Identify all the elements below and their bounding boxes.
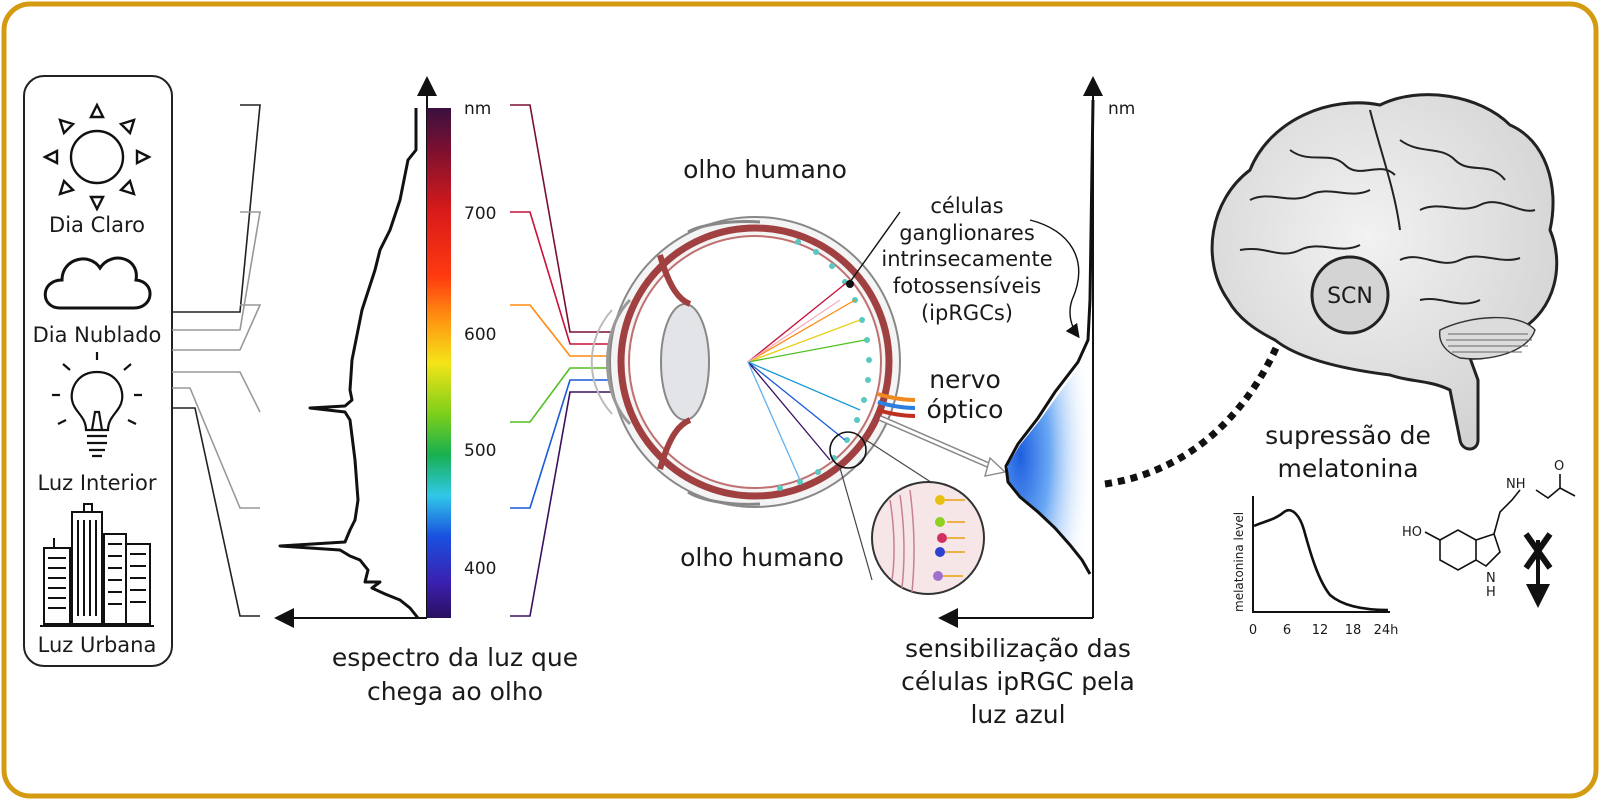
spectrum-tick-400: 400	[464, 559, 496, 579]
molecule-ho-label: HO	[1402, 525, 1422, 540]
source-label-urban-light: Luz Urbana	[38, 633, 157, 657]
sensitivity-caption-line3: luz azul	[970, 700, 1065, 729]
melatonin-chart-axes	[1252, 496, 1390, 613]
ipRGC-sensitivity-fill	[1008, 330, 1090, 580]
sensitivity-unit-label: nm	[1108, 99, 1135, 119]
melatonin-molecule	[1424, 474, 1576, 571]
iprgc-label-line1: células	[930, 194, 1003, 218]
ipRGC-sensitivity-curve	[1004, 99, 1095, 575]
spectrum-unit-label: nm	[464, 99, 491, 119]
spectrum-tick-600: 600	[464, 325, 496, 345]
melatonin-suppression-line2: melatonina	[1277, 454, 1418, 483]
source-label-indoor-light: Luz Interior	[38, 471, 157, 495]
iprgc-pointer-line	[849, 211, 901, 283]
molecule-o-label: O	[1554, 459, 1564, 474]
source-label-clear-day: Dia Claro	[49, 213, 145, 237]
molecule-n-label: N	[1486, 571, 1496, 586]
melatonin-xtick-18: 18	[1345, 623, 1362, 638]
eye-label-top: olho humano	[683, 155, 847, 184]
suppression-down-arrow-icon	[1523, 532, 1553, 608]
scn-label: SCN	[1327, 284, 1373, 309]
light-spectrum-curve	[278, 108, 420, 619]
iprgc-curve-arrow	[1029, 219, 1080, 339]
spectrum-caption-line1: espectro da luz que	[332, 643, 578, 672]
source-label-cloudy-day: Dia Nublado	[33, 323, 162, 347]
source-connector-lines	[172, 104, 262, 617]
iprgc-label-line2: ganglionares	[899, 221, 1035, 245]
city-buildings-icon	[40, 503, 154, 627]
melatonin-xtick-6: 6	[1283, 623, 1291, 638]
iprgc-label-line4: fotossensíveis	[893, 274, 1041, 298]
molecule-nh-label: NH	[1506, 477, 1526, 492]
sensitivity-caption-line2: células ipRGC pela	[901, 667, 1135, 696]
cloud-icon	[43, 256, 152, 310]
signal-to-scn-dotted-arrow	[1104, 316, 1292, 488]
melatonin-chart-ylabel: melatonina level	[1232, 512, 1246, 612]
sun-icon	[42, 102, 152, 212]
spectrum-caption-line2: chega ao olho	[367, 677, 543, 706]
iprgc-label-line5: (ipRGCs)	[921, 301, 1013, 325]
lightbulb-icon	[52, 352, 142, 458]
human-eye-illustration	[590, 216, 916, 508]
nerve-to-sensitivity-arrow	[878, 415, 1007, 477]
optic-nerve-label-line2: óptico	[927, 395, 1004, 424]
optic-nerve-label-line1: nervo	[929, 365, 1001, 394]
melatonin-xtick-24h: 24h	[1374, 623, 1399, 638]
melatonin-suppression-line1: supressão de	[1265, 421, 1431, 450]
melatonin-xtick-0: 0	[1249, 623, 1257, 638]
sensitivity-caption-line1: sensibilização das	[905, 634, 1131, 663]
molecule-h-label: H	[1486, 585, 1496, 600]
retina-zoom-inset	[839, 439, 985, 595]
visible-spectrum-bar	[427, 108, 451, 618]
iprgc-label-line3: intrinsecamente	[881, 247, 1052, 271]
melatonin-xtick-12: 12	[1312, 623, 1329, 638]
eye-label-bottom: olho humano	[680, 543, 844, 572]
spectrum-tick-700: 700	[464, 204, 496, 224]
spectrum-tick-500: 500	[464, 441, 496, 461]
brain-illustration	[1210, 93, 1559, 451]
melatonin-level-curve	[1253, 509, 1389, 612]
